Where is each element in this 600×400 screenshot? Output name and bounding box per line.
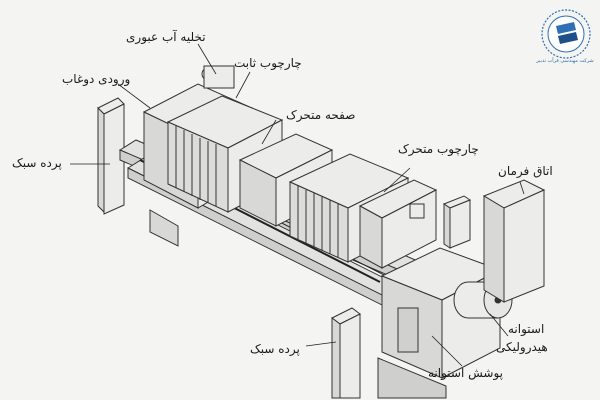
bottom-light-curtain-post (331, 307, 361, 399)
left-light-curtain-post (97, 97, 125, 215)
label-control-room: اتاق فرمان (498, 164, 553, 178)
label-drain: تخلیه آب عبوری (126, 30, 206, 44)
label-cylinder-cover: پوشش استوانه (428, 366, 504, 380)
label-light-curtain-bottom: پرده سبک (250, 342, 300, 356)
label-fixed-frame: چارچوب ثابت (234, 56, 302, 70)
logo-caption: شرکت مهندسی فرآب تدبیر (536, 58, 594, 64)
leader-lines (70, 43, 525, 367)
label-moving-frame: چارچوب متحرک (398, 142, 479, 156)
label-moving-plate: صفحه متحرک (286, 108, 356, 122)
label-cylinder-1: استوانه (508, 322, 545, 336)
label-light-curtain-left: پرده سبک (12, 156, 62, 170)
label-inlet: ورودی دوغاب (62, 72, 131, 86)
side-box (442, 195, 472, 249)
control-room-cabinet (482, 179, 546, 303)
moving-frame (358, 179, 438, 269)
hydraulic-cylinder (453, 281, 513, 319)
label-cylinder-2: هیدرولیکی (496, 340, 548, 354)
company-logo (541, 9, 591, 59)
